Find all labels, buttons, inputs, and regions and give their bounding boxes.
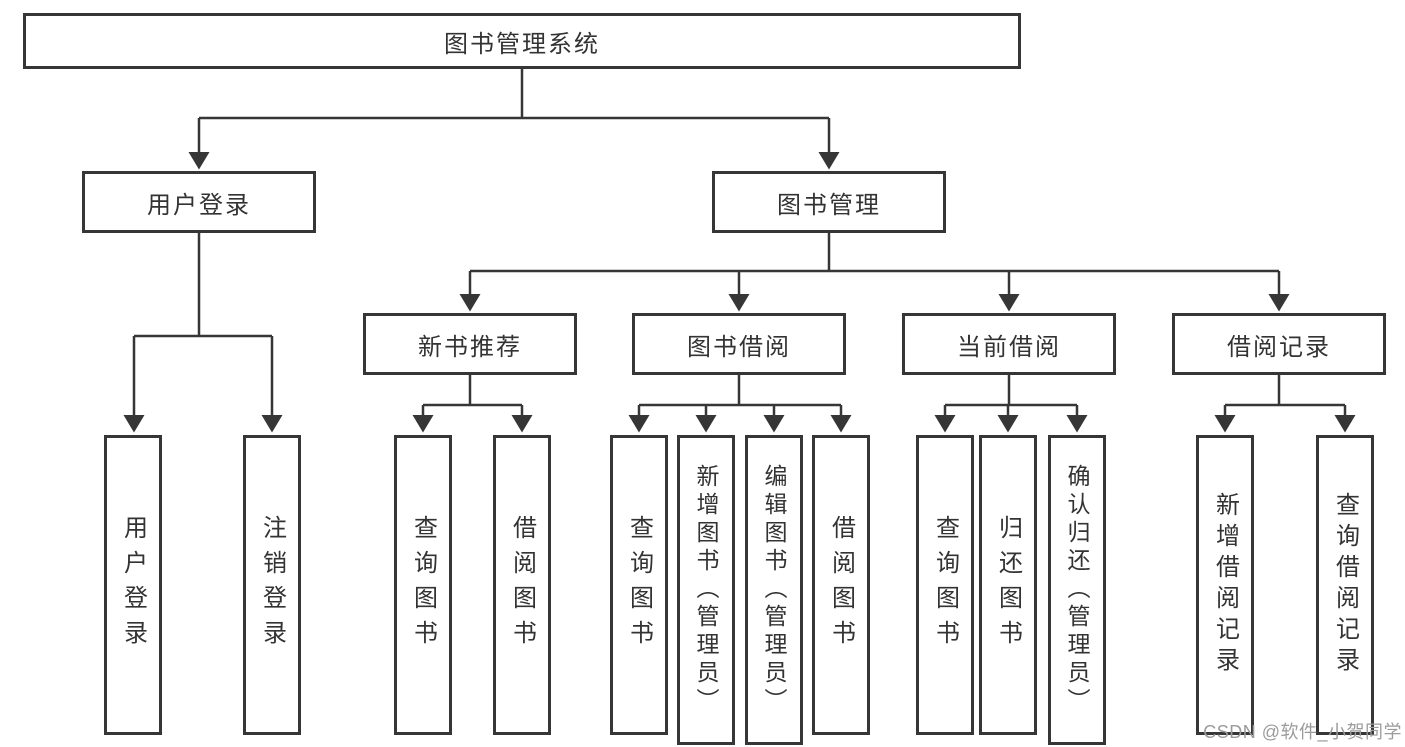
leaf-edit-books-admin: 编辑图书（管理员） bbox=[745, 435, 803, 745]
leaf-query-books-borrowing: 查询图书 bbox=[610, 435, 668, 735]
leaf-add-borrow-record: 新增借阅记录 bbox=[1196, 435, 1254, 735]
leaf-user-login: 用户登录 bbox=[104, 435, 162, 735]
node-book-management: 图书管理 bbox=[712, 171, 946, 233]
csdn-watermark: CSDN @软件_小贺同学 bbox=[1203, 722, 1402, 742]
leaf-confirm-return-admin: 确认归还（管理员） bbox=[1048, 435, 1106, 745]
leaf-return-books: 归还图书 bbox=[979, 435, 1037, 735]
node-library-management-system: 图书管理系统 bbox=[23, 13, 1021, 69]
leaf-borrow-books-recommend: 借阅图书 bbox=[493, 435, 551, 735]
node-book-borrowing: 图书借阅 bbox=[632, 313, 846, 375]
node-new-book-recommendation: 新书推荐 bbox=[363, 313, 577, 375]
leaf-logout: 注销登录 bbox=[243, 435, 301, 735]
node-borrowing-records: 借阅记录 bbox=[1172, 313, 1386, 375]
leaf-query-books-recommend: 查询图书 bbox=[394, 435, 452, 735]
leaf-add-books-admin: 新增图书（管理员） bbox=[677, 435, 735, 745]
node-current-borrowing: 当前借阅 bbox=[902, 313, 1116, 375]
leaf-query-books-current: 查询图书 bbox=[916, 435, 974, 735]
leaf-query-borrow-record: 查询借阅记录 bbox=[1316, 435, 1374, 735]
node-user-login: 用户登录 bbox=[82, 171, 316, 233]
leaf-borrow-books: 借阅图书 bbox=[812, 435, 870, 735]
